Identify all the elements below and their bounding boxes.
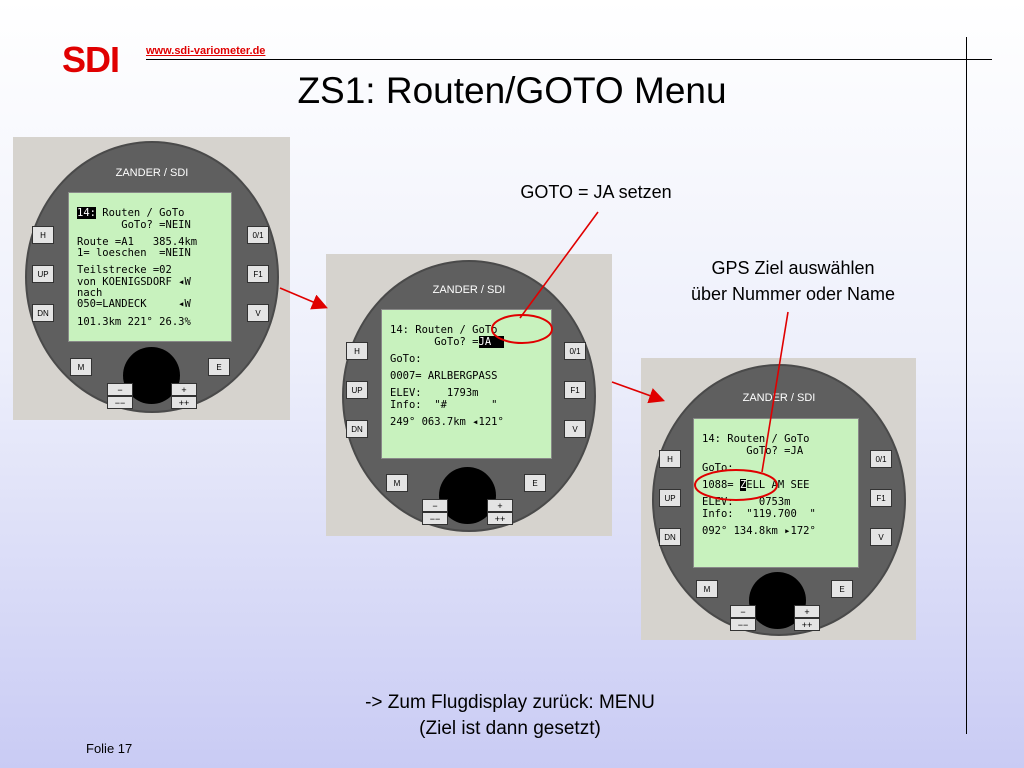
minus-button[interactable]: − [730, 605, 756, 618]
goto-pointer [519, 211, 599, 319]
device-brand: ZANDER / SDI [432, 284, 506, 296]
goto-highlight [491, 314, 553, 344]
lcd-line: Info: "# " [390, 398, 498, 411]
footer-line-2: (Ziel ist dann gesetzt) [419, 718, 601, 739]
lcd-screen: 14: Routen / GoTo GoTo? =JA GoTo: 0007= A… [381, 309, 552, 459]
f01-button[interactable]: 0/1 [564, 342, 586, 360]
lcd-line: Teilstrecke =02 [77, 264, 172, 277]
h-button[interactable]: H [346, 342, 368, 360]
minus-button[interactable]: − [422, 499, 448, 512]
f1-button[interactable]: F1 [870, 489, 892, 507]
lcd-line: 101.3km 221° 26.3% [77, 315, 191, 328]
e-button[interactable]: E [208, 358, 230, 376]
plusplus-button[interactable]: ++ [794, 618, 820, 631]
h-button[interactable]: H [32, 226, 54, 244]
lcd-line: Route =A1 385.4km [77, 235, 198, 248]
side-divider [966, 37, 967, 734]
lcd-line: GoTo: [702, 461, 734, 474]
v-button[interactable]: V [870, 528, 892, 546]
lcd-line: ELEV: 1793m [390, 387, 479, 400]
f1-button[interactable]: F1 [564, 381, 586, 399]
plusplus-button[interactable]: ++ [487, 512, 513, 525]
device-panel-1: ZANDER / SDI 14: Routen / GoTo GoTo? =NE… [13, 137, 290, 420]
lcd-line: GoTo? =JA [702, 444, 804, 457]
minusminus-button[interactable]: −− [422, 512, 448, 525]
lcd-line: GoTo: [390, 352, 422, 365]
plusplus-button[interactable]: ++ [171, 396, 197, 409]
gps-annotation-subtitle: über Nummer oder Name [690, 284, 896, 304]
up-button[interactable]: UP [32, 265, 54, 283]
lcd-line: nach [77, 287, 103, 300]
up-button[interactable]: UP [346, 381, 368, 399]
minus-button[interactable]: − [107, 383, 133, 396]
up-button[interactable]: UP [659, 489, 681, 507]
plus-button[interactable]: + [487, 499, 513, 512]
h-button[interactable]: H [659, 450, 681, 468]
m-button[interactable]: M [386, 474, 408, 492]
lcd-line: ELEV: 0753m [702, 496, 791, 509]
plus-button[interactable]: + [794, 605, 820, 618]
f01-button[interactable]: 0/1 [870, 450, 892, 468]
slide-number: Folie 17 [86, 741, 133, 756]
lcd-line: von KOENIGSDORF ◂W [77, 275, 191, 288]
dn-button[interactable]: DN [32, 304, 54, 322]
e-button[interactable]: E [831, 580, 853, 598]
lcd-line: GoTo? =JA [390, 335, 504, 348]
footer-line-1: -> Zum Flugdisplay zurück: MENU [365, 692, 655, 713]
gps-pointer [761, 311, 789, 473]
minusminus-button[interactable]: −− [730, 618, 756, 631]
website-link[interactable]: www.sdi-variometer.de [146, 45, 266, 57]
lcd-line: 14: Routen / GoTo [702, 433, 810, 446]
v-button[interactable]: V [247, 304, 269, 322]
slide-title: ZS1: Routen/GOTO Menu [297, 70, 727, 111]
gps-annotation-title: GPS Ziel auswählen [711, 258, 875, 278]
goto-annotation: GOTO = JA setzen [520, 182, 672, 202]
footer-note: -> Zum Flugdisplay zurück: MENU (Ziel is… [280, 690, 740, 742]
lcd-line: GoTo? =NEIN [77, 218, 191, 231]
gps-highlight [694, 469, 778, 501]
rotary-knob[interactable] [439, 467, 496, 524]
m-button[interactable]: M [70, 358, 92, 376]
lcd-screen: 14: Routen / GoTo GoTo? =NEIN Route =A1 3… [68, 192, 232, 342]
v-button[interactable]: V [564, 420, 586, 438]
device-brand: ZANDER / SDI [742, 392, 816, 404]
lcd-line: 1= loeschen =NEIN [77, 247, 191, 260]
lcd-line: 092° 134.8km ▸172° [702, 525, 816, 538]
m-button[interactable]: M [696, 580, 718, 598]
lcd-line: 14: Routen / GoTo [390, 324, 498, 337]
dn-button[interactable]: DN [346, 420, 368, 438]
lcd-line: Info: "119.700 " [702, 507, 816, 520]
device-brand: ZANDER / SDI [115, 167, 189, 179]
minusminus-button[interactable]: −− [107, 396, 133, 409]
header-divider [146, 59, 992, 60]
lcd-line: 050=LANDECK ◂W [77, 298, 191, 311]
lcd-line: 14: Routen / GoTo [77, 207, 185, 220]
f01-button[interactable]: 0/1 [247, 226, 269, 244]
f1-button[interactable]: F1 [247, 265, 269, 283]
plus-button[interactable]: + [171, 383, 197, 396]
sdi-logo: SDI [62, 39, 120, 80]
flow-arrow-2 [611, 381, 666, 404]
dn-button[interactable]: DN [659, 528, 681, 546]
flow-arrow-1 [279, 287, 328, 310]
lcd-line: 249° 063.7km ◂121° [390, 416, 504, 429]
e-button[interactable]: E [524, 474, 546, 492]
device-panel-2: ZANDER / SDI 14: Routen / GoTo GoTo? =JA… [326, 254, 612, 536]
lcd-line: 0007= ARLBERGPASS [390, 370, 498, 383]
device-panel-3: ZANDER / SDI 14: Routen / GoTo GoTo? =JA… [641, 358, 916, 640]
